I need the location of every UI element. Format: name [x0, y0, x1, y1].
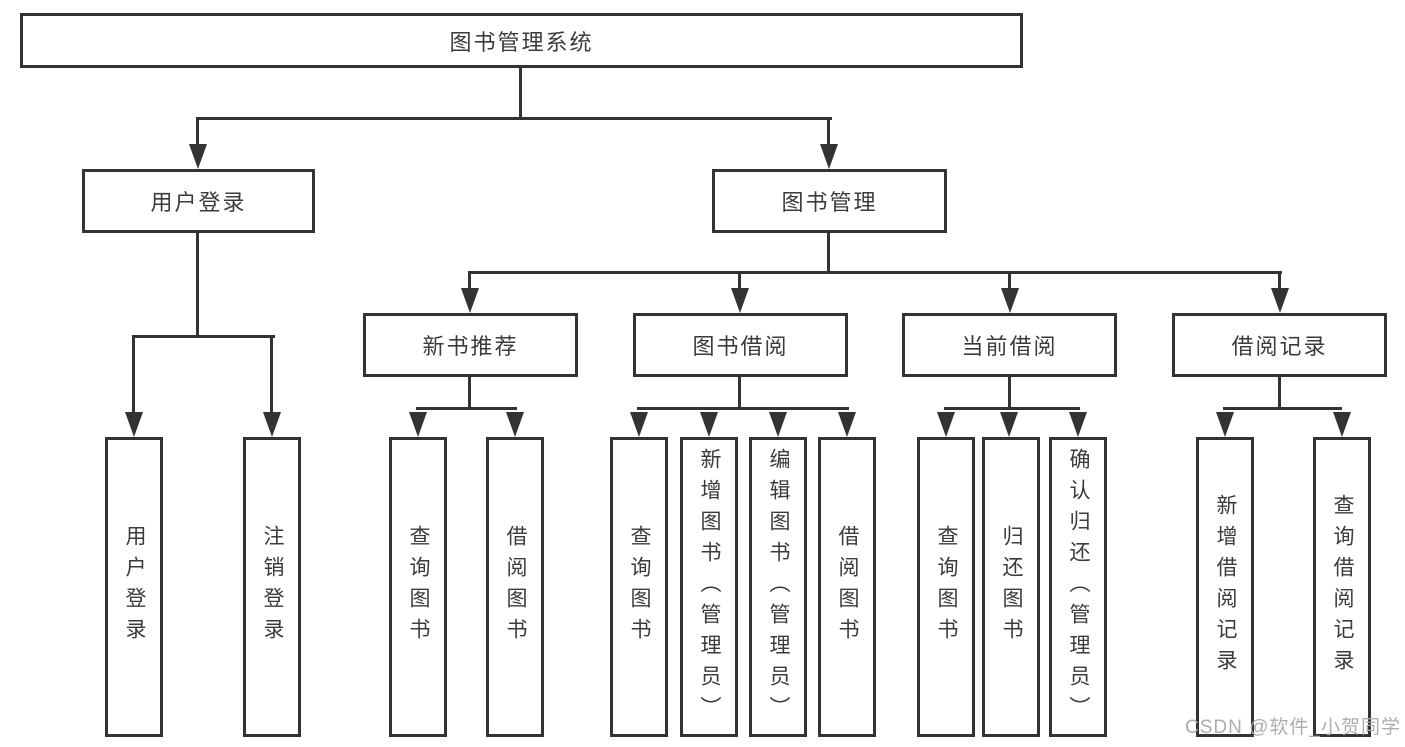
leaf-newrec-borrow-books-label: 借阅图书	[504, 525, 527, 649]
arrow-records-query	[1333, 412, 1351, 437]
connector-records-hbar	[1223, 407, 1342, 410]
arrow-to-leaf-logout	[263, 412, 281, 437]
connector-curborrow-hbar	[944, 407, 1080, 410]
leaf-user-login: 用户登录	[105, 437, 163, 737]
node-new-book-recommend-label: 新书推荐	[422, 334, 519, 359]
leaf-records-add-record-label: 新增借阅记录	[1214, 494, 1237, 680]
leaf-current-query-books-label: 查询图书	[935, 525, 958, 649]
arrow-curborrow-return	[1000, 412, 1018, 437]
node-book-borrowing-label: 图书借阅	[692, 334, 789, 359]
leaf-logout: 注销登录	[243, 437, 301, 737]
arrow-records-add	[1216, 412, 1234, 437]
leaf-records-query-record-label: 查询借阅记录	[1331, 494, 1354, 680]
arrow-newrec-query	[409, 412, 427, 437]
connector-bookmgmt-stem	[827, 233, 830, 271]
arrow-to-bookborrow	[731, 288, 749, 313]
arrow-bookborrow-query	[630, 412, 648, 437]
arrow-to-book-mgmt	[820, 144, 838, 169]
connector-to-records-stem	[1278, 271, 1281, 289]
connector-bookborrow-stem2	[738, 377, 741, 407]
leaf-current-return-books-label: 归还图书	[1000, 525, 1023, 649]
arrow-bookborrow-add	[700, 412, 718, 437]
node-user-login: 用户登录	[82, 169, 315, 233]
node-current-borrowing-label: 当前借阅	[961, 334, 1058, 359]
node-user-login-label: 用户登录	[150, 190, 247, 215]
csdn-watermark: CSDN @软件_小贺同学	[1185, 717, 1401, 738]
arrow-to-curborrow	[1001, 288, 1019, 313]
arrow-to-user-login	[189, 144, 207, 169]
leaf-user-login-label: 用户登录	[123, 525, 146, 649]
leaf-borrow-borrow-books-label: 借阅图书	[836, 525, 859, 649]
leaf-borrow-edit-books-admin-label: 编辑图书（管理员）	[767, 447, 790, 727]
leaf-borrow-borrow-books: 借阅图书	[818, 437, 876, 737]
leaf-borrow-add-books-admin-label: 新增图书（管理员）	[698, 447, 721, 727]
arrow-to-newrec	[461, 288, 479, 313]
leaf-current-query-books: 查询图书	[917, 437, 975, 737]
leaf-records-query-record: 查询借阅记录	[1313, 437, 1371, 737]
leaf-records-add-record: 新增借阅记录	[1196, 437, 1254, 737]
node-library-system: 图书管理系统	[20, 13, 1023, 68]
arrow-bookborrow-edit	[769, 412, 787, 437]
connector-to-user-login-stem	[196, 117, 199, 145]
connector-userlogin-hbar	[132, 335, 275, 338]
connector-newrec-stem	[468, 377, 471, 407]
connector-to-bookborrow-stem	[738, 271, 741, 289]
connector-root-stem	[519, 68, 522, 117]
connector-bookborrow-hbar	[637, 407, 849, 410]
connector-to-newrec-stem	[468, 271, 471, 289]
arrow-to-leaf-userlogin	[125, 412, 143, 437]
leaf-borrow-edit-books-admin: 编辑图书（管理员）	[749, 437, 807, 737]
leaf-borrow-query-books: 查询图书	[610, 437, 668, 737]
connector-records-stem2	[1278, 377, 1281, 407]
node-book-borrowing: 图书借阅	[633, 313, 848, 377]
leaf-logout-label: 注销登录	[261, 525, 284, 649]
leaf-current-confirm-return-admin: 确认归还（管理员）	[1049, 437, 1107, 737]
node-borrowing-records-label: 借阅记录	[1231, 334, 1328, 359]
leaf-newrec-query-books-label: 查询图书	[407, 525, 430, 649]
leaf-current-confirm-return-admin-label: 确认归还（管理员）	[1067, 447, 1090, 727]
connector-to-curborrow-stem	[1008, 271, 1011, 289]
leaf-borrow-query-books-label: 查询图书	[628, 525, 651, 649]
arrow-to-records	[1271, 288, 1289, 313]
arrow-bookborrow-borrow	[838, 412, 856, 437]
connector-to-leaf-userlogin-stem	[132, 335, 135, 413]
arrow-curborrow-query	[937, 412, 955, 437]
node-new-book-recommend: 新书推荐	[363, 313, 578, 377]
connector-userlogin-stem	[196, 233, 199, 335]
arrow-newrec-borrow	[506, 412, 524, 437]
arrow-curborrow-confirm	[1069, 412, 1087, 437]
connector-newrec-hbar	[416, 407, 517, 410]
node-library-system-label: 图书管理系统	[449, 29, 594, 55]
node-borrowing-records: 借阅记录	[1172, 313, 1387, 377]
leaf-newrec-borrow-books: 借阅图书	[486, 437, 544, 737]
node-book-management: 图书管理	[712, 169, 947, 233]
node-book-management-label: 图书管理	[781, 190, 878, 215]
connector-curborrow-stem2	[1008, 377, 1011, 407]
connector-bookmgmt-hbar	[468, 271, 1282, 274]
leaf-newrec-query-books: 查询图书	[389, 437, 447, 737]
connector-to-leaf-logout-stem	[270, 335, 273, 413]
leaf-current-return-books: 归还图书	[982, 437, 1040, 737]
node-current-borrowing: 当前借阅	[902, 313, 1117, 377]
connector-root-hbar	[196, 117, 832, 120]
connector-to-book-mgmt-stem	[827, 117, 830, 145]
leaf-borrow-add-books-admin: 新增图书（管理员）	[680, 437, 738, 737]
